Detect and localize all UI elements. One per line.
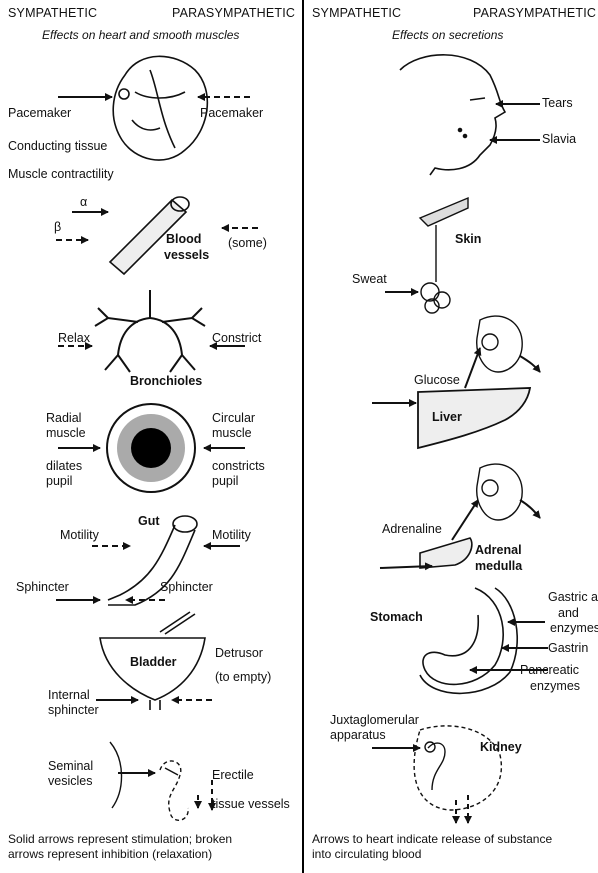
label-constricts-pupil: pupil	[212, 474, 238, 489]
skin-icon	[420, 198, 468, 313]
bronchioles-icon	[95, 290, 205, 372]
label-tissue-vessels: tissue vessels	[212, 797, 290, 812]
footnote-right-line-2: into circulating blood	[312, 847, 552, 862]
footnote-right: Arrows to heart indicate release of subs…	[312, 832, 552, 862]
label-sweat: Sweat	[352, 272, 387, 287]
label-gastric-acid: Gastric acid	[548, 590, 598, 605]
footnote-left-line-2: arrows represent inhibition (relaxation)	[8, 847, 232, 862]
label-dilates-pupil: pupil	[46, 474, 72, 489]
head-icon	[400, 55, 505, 175]
label-seminal: Seminal	[48, 759, 93, 774]
label-vesicles: vesicles	[48, 774, 92, 789]
adrenal-gland-icon	[420, 538, 472, 568]
label-bronchioles: Bronchioles	[130, 374, 202, 389]
label-liver: Liver	[432, 410, 462, 425]
label-internal: Internal	[48, 688, 90, 703]
label-alpha: α	[80, 195, 87, 210]
label-medulla: medulla	[475, 559, 522, 574]
label-erectile: Erectile	[212, 768, 254, 783]
label-radial: Radial	[46, 411, 81, 426]
label-blood: Blood	[166, 232, 201, 247]
heart-icon-adrenal	[477, 464, 522, 520]
heart-icon	[113, 56, 207, 160]
label-skin: Skin	[455, 232, 481, 247]
label-detrusor: Detrusor	[215, 646, 263, 661]
label-beta: β	[54, 220, 61, 235]
label-some: (some)	[228, 236, 267, 251]
label-tears: Tears	[542, 96, 573, 111]
label-muscle-contractility: Muscle contractility	[8, 167, 114, 182]
label-constricts: constricts	[212, 459, 265, 474]
label-gastrin: Gastrin	[548, 641, 588, 656]
label-juxtaglomerular: Juxtaglomerular	[330, 713, 419, 728]
eye-icon	[107, 404, 195, 492]
label-motility-left: Motility	[60, 528, 99, 543]
label-kidney: Kidney	[480, 740, 522, 755]
label-radial-muscle: muscle	[46, 426, 86, 441]
seminal-vesicle-icon	[110, 742, 188, 820]
label-pancreatic: Pancreatic	[520, 663, 579, 678]
label-adrenaline: Adrenaline	[382, 522, 442, 537]
label-gastric-enzymes: enzymes	[550, 621, 598, 636]
label-pancreatic-enzymes: enzymes	[530, 679, 580, 694]
heart-icon-liver	[477, 316, 522, 372]
label-pacemaker-right: Pacemaker	[200, 106, 263, 121]
label-constrict: Constrict	[212, 331, 261, 346]
label-stomach: Stomach	[370, 610, 423, 625]
label-conducting-tissue: Conducting tissue	[8, 139, 107, 154]
kidney-icon	[414, 726, 501, 810]
label-internal-sphincter: sphincter	[48, 703, 99, 718]
label-dilates: dilates	[46, 459, 82, 474]
label-glucose: Glucose	[414, 373, 460, 388]
label-bladder: Bladder	[130, 655, 177, 670]
label-circular: Circular	[212, 411, 255, 426]
label-saliva: Slavia	[542, 132, 576, 147]
stomach-icon	[420, 588, 517, 693]
label-gastric-and: and	[558, 606, 579, 621]
label-sphincter-right: Sphincter	[160, 580, 213, 595]
label-pacemaker-left: Pacemaker	[8, 106, 71, 121]
label-apparatus: apparatus	[330, 728, 386, 743]
label-motility-right: Motility	[212, 528, 251, 543]
label-to-empty: (to empty)	[215, 670, 271, 685]
label-adrenal: Adrenal	[475, 543, 522, 558]
label-sphincter-left: Sphincter	[16, 580, 69, 595]
footnote-left-line-1: Solid arrows represent stimulation; brok…	[8, 832, 232, 847]
footnote-right-line-1: Arrows to heart indicate release of subs…	[312, 832, 552, 847]
label-gut: Gut	[138, 514, 160, 529]
label-vessels: vessels	[164, 248, 209, 263]
label-relax: Relax	[58, 331, 90, 346]
footnote-left: Solid arrows represent stimulation; brok…	[8, 832, 232, 862]
label-circular-muscle: muscle	[212, 426, 252, 441]
